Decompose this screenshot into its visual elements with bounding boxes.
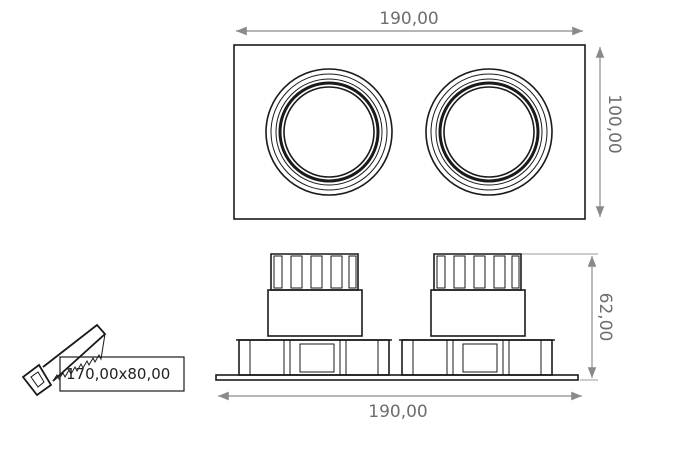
top-width-dimension: 190,00 (236, 9, 583, 36)
side-module-right (399, 253, 555, 376)
top-lamp-left (265, 68, 393, 196)
top-lamp-right (425, 68, 553, 196)
top-view-outline (233, 44, 586, 220)
bottom-width-label: 190,00 (368, 402, 427, 422)
top-height-dimension: 100,00 (595, 46, 624, 217)
side-height-label: 62,00 (595, 293, 615, 342)
top-height-label: 100,00 (604, 94, 624, 153)
side-base-plate (215, 374, 579, 381)
cutout-label-box (59, 356, 185, 392)
side-view: 62,00 190,00 (215, 253, 615, 422)
bottom-width-dimension: 190,00 (218, 391, 582, 422)
top-view: 190,00 100,00 (233, 9, 624, 220)
side-height-dimension: 62,00 (522, 253, 615, 381)
cutout-callout: 170,00x80,00 (21, 323, 185, 397)
saw-icon (21, 323, 107, 397)
cutout-label: 170,00x80,00 (66, 365, 170, 383)
side-module-left (236, 253, 392, 376)
top-width-label: 190,00 (379, 9, 438, 29)
